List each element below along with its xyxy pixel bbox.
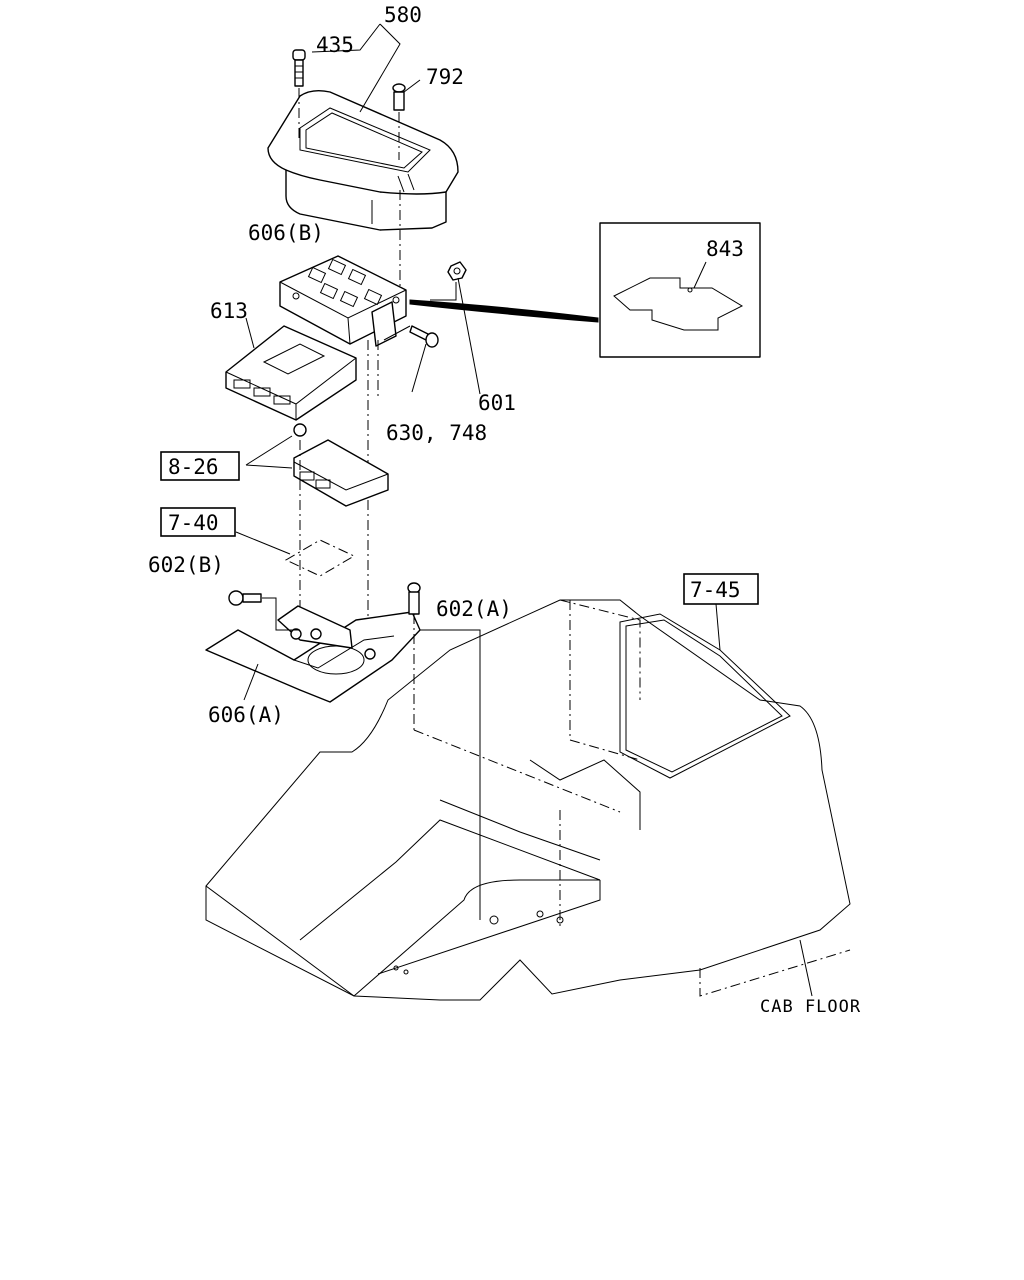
ref-label-8-26: 8-26 bbox=[168, 455, 219, 479]
ref-box-7-45[interactable]: 7-45 bbox=[683, 573, 759, 605]
bolt-630-748 bbox=[383, 325, 439, 348]
ref-label-7-40: 7-40 bbox=[168, 511, 219, 535]
callout-606b: 606(B) bbox=[248, 221, 324, 245]
ref-label-7-45: 7-45 bbox=[690, 578, 741, 602]
base-bracket-606a bbox=[205, 605, 421, 703]
leader-580-b bbox=[311, 23, 381, 53]
callout-630-748: 630, 748 bbox=[386, 421, 487, 445]
leader-8-26-b bbox=[245, 464, 293, 469]
mount-line bbox=[420, 629, 481, 920]
inset-connector bbox=[409, 299, 599, 323]
callout-601: 601 bbox=[478, 391, 516, 415]
inset-box-843 bbox=[599, 222, 761, 358]
cover-part-580 bbox=[267, 89, 459, 231]
ref-box-8-26[interactable]: 8-26 bbox=[160, 451, 240, 481]
leader-606a bbox=[243, 663, 259, 701]
ref-box-7-40[interactable]: 7-40 bbox=[160, 507, 236, 537]
nut-601 bbox=[447, 261, 467, 281]
module-ref-8-26 bbox=[293, 423, 389, 507]
leader-8-26-a bbox=[245, 435, 293, 466]
leader-601a bbox=[430, 282, 457, 301]
controller-part-613 bbox=[225, 317, 357, 421]
cab-floor bbox=[205, 599, 851, 1001]
callout-613: 613 bbox=[210, 299, 248, 323]
leader-cab-floor bbox=[799, 939, 813, 997]
callout-602a: 602(A) bbox=[436, 597, 512, 621]
leader-7-45 bbox=[715, 603, 721, 651]
cab-floor-label: CAB FLOOR bbox=[760, 997, 861, 1017]
leader-580 bbox=[359, 23, 401, 113]
leader-601 bbox=[457, 277, 481, 395]
callout-435: 435 bbox=[316, 33, 354, 57]
callout-602b: 602(B) bbox=[148, 553, 224, 577]
bolt-602a bbox=[407, 582, 421, 730]
bolt-602b bbox=[228, 590, 300, 631]
bolt-435 bbox=[292, 49, 306, 142]
leader-630 bbox=[411, 343, 427, 393]
callout-606a: 606(A) bbox=[208, 703, 284, 727]
plate-ref-7-40 bbox=[284, 539, 356, 577]
callout-843: 843 bbox=[706, 237, 744, 261]
callout-580: 580 bbox=[384, 3, 422, 27]
leader-792 bbox=[403, 79, 421, 93]
clip-792 bbox=[392, 83, 406, 160]
callout-792: 792 bbox=[426, 65, 464, 89]
leader-7-40 bbox=[235, 531, 291, 555]
bracket-part-606b bbox=[279, 255, 407, 347]
